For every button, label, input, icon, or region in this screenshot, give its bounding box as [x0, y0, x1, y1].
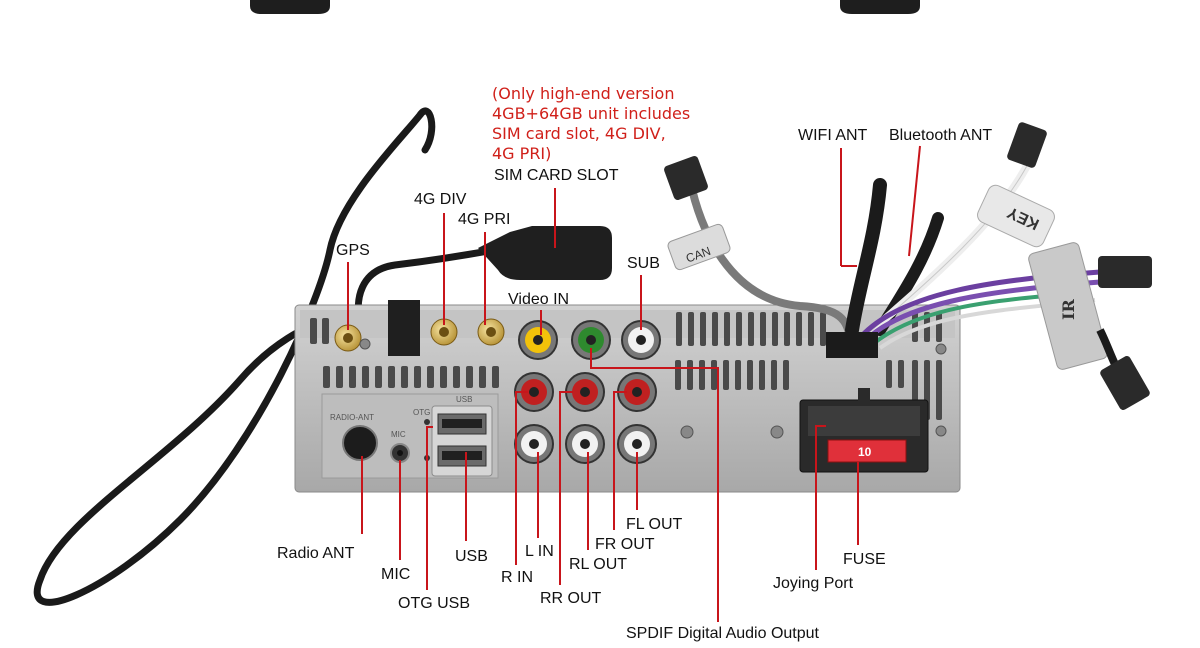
gps-connector — [334, 324, 362, 352]
label-l-in: L IN — [525, 543, 554, 560]
cable-tag-ir: IR — [1059, 299, 1078, 320]
rca-l-in — [514, 424, 554, 464]
label-fl-out: FL OUT — [626, 516, 683, 533]
rca-r-in — [514, 372, 554, 412]
label-sim-card-slot: SIM CARD SLOT — [494, 167, 619, 184]
label-r-in: R IN — [501, 569, 533, 586]
label-usb: USB — [455, 548, 488, 565]
note-line-4: 4G PRI) — [492, 144, 552, 163]
rca-video-in — [518, 320, 558, 360]
label-fuse: FUSE — [843, 551, 886, 568]
label-bluetooth-ant: Bluetooth ANT — [889, 127, 993, 144]
note-line-1: (Only high-end version — [492, 84, 675, 103]
note-line-3: SIM card slot, 4G DIV, — [492, 124, 666, 143]
rca-spdif — [571, 320, 611, 360]
sim-card-slot-module — [478, 226, 612, 280]
panel-label-mic: MIC — [391, 430, 406, 439]
usb-ports — [431, 405, 493, 477]
leader-lines — [347, 145, 921, 622]
fuse: 10 — [827, 439, 907, 463]
high-end-version-note: (Only high-end version 4GB+64GB unit inc… — [492, 84, 690, 164]
rca-fl-out — [617, 424, 657, 464]
label-joying-port: Joying Port — [773, 575, 854, 592]
4g-div-connector — [430, 318, 458, 346]
panel-label-usb: USB — [456, 395, 472, 404]
mount-tab-right — [840, 0, 920, 14]
note-line-2: 4GB+64GB unit includes — [492, 104, 691, 123]
label-gps: GPS — [336, 242, 370, 259]
label-video-in: Video IN — [508, 291, 570, 308]
panel-label-radio-ant: RADIO-ANT — [330, 413, 374, 422]
label-radio-ant: Radio ANT — [277, 545, 355, 562]
radio-antenna-cable — [33, 107, 436, 606]
label-mic: MIC — [381, 566, 411, 583]
label-4g-div: 4G DIV — [414, 191, 467, 208]
label-wifi-ant: WIFI ANT — [798, 127, 868, 144]
rca-rl-out — [565, 424, 605, 464]
mount-tab-left — [250, 0, 330, 14]
label-spdif: SPDIF Digital Audio Output — [626, 625, 819, 642]
label-fr-out: FR OUT — [595, 536, 655, 553]
label-otg-usb: OTG USB — [398, 595, 471, 612]
right-cable-bundle: CAN KEY IR — [664, 122, 1152, 410]
label-sub: SUB — [627, 255, 660, 272]
rca-rr-out — [565, 372, 605, 412]
gps-cable — [354, 241, 524, 326]
panel-label-otg: OTG — [413, 408, 430, 417]
label-4g-pri: 4G PRI — [458, 211, 511, 228]
radio-ant-jack — [342, 425, 378, 461]
label-rr-out: RR OUT — [540, 590, 602, 607]
svg-text:10: 10 — [858, 445, 872, 459]
rca-sub — [621, 320, 661, 360]
4g-pri-connector — [477, 318, 505, 346]
label-rl-out: RL OUT — [569, 556, 628, 573]
